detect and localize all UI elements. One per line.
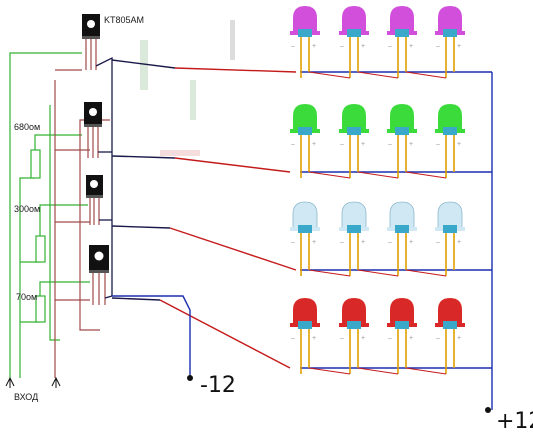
resistors — [30, 149, 46, 323]
led-icon: +– — [290, 6, 320, 78]
green-input-wiring — [9, 52, 90, 378]
led-series-wire — [357, 269, 399, 277]
svg-text:+: + — [312, 335, 316, 342]
svg-text:+: + — [361, 239, 365, 246]
led-icon: +– — [387, 298, 417, 374]
svg-text:–: – — [291, 239, 295, 246]
resistor-label-300: 300ом — [14, 204, 40, 214]
led-icon: +– — [339, 201, 369, 276]
svg-text:+: + — [312, 43, 316, 50]
svg-text:+: + — [457, 239, 461, 246]
resistor-label-680: 680ом — [14, 122, 40, 132]
input-label: ВХОД — [14, 392, 38, 402]
resistor-icon — [30, 149, 41, 179]
red-row-wires — [111, 59, 297, 369]
led-series-wire — [308, 269, 351, 277]
resistor-icon — [35, 235, 46, 263]
led-icon: +– — [435, 298, 465, 374]
green-wire-outer — [9, 52, 82, 378]
led-icon: +– — [339, 298, 369, 374]
led-series-wire — [308, 171, 351, 179]
led-icon: +– — [290, 104, 320, 178]
resistor-label-70: 70ом — [16, 292, 37, 302]
minus-12-label: -12 — [200, 373, 236, 398]
green-wire-mid — [49, 105, 60, 341]
svg-text:–: – — [291, 335, 295, 342]
transistor-3 — [86, 175, 103, 225]
green-wire-r1-top — [34, 134, 82, 150]
svg-text:+: + — [457, 43, 461, 50]
green-wire-r1-bottom — [19, 177, 35, 378]
transistor-4 — [89, 245, 109, 305]
svg-text:–: – — [388, 239, 392, 246]
svg-text:–: – — [291, 43, 295, 50]
resistor-icon — [35, 295, 46, 323]
svg-text:–: – — [291, 141, 295, 148]
svg-text:–: – — [388, 141, 392, 148]
svg-text:+: + — [409, 141, 413, 148]
svg-text:+: + — [312, 239, 316, 246]
led-grid: +–+–+–+–+–+–+–+–+–+–+–+–+–+–+–+– — [290, 6, 465, 375]
svg-text:–: – — [388, 43, 392, 50]
green-wire-r2-top — [39, 204, 88, 236]
led-series-wire — [405, 71, 447, 79]
led-icon: +– — [387, 201, 417, 276]
svg-text:+: + — [409, 335, 413, 342]
green-wire-r3-top — [39, 281, 90, 296]
svg-text:+: + — [361, 335, 365, 342]
minus-wire — [112, 295, 191, 378]
svg-text:–: – — [388, 335, 392, 342]
led-icon: +– — [435, 104, 465, 178]
svg-text:+: + — [457, 141, 461, 148]
svg-text:–: – — [436, 335, 440, 342]
svg-text:–: – — [436, 239, 440, 246]
svg-text:+: + — [409, 239, 413, 246]
transistors — [82, 14, 109, 305]
collector-wires — [95, 56, 113, 299]
transistor-label: KT805AM — [104, 15, 144, 25]
transistor-2 — [84, 102, 102, 158]
led-series-wire — [405, 171, 447, 179]
svg-text:+: + — [361, 141, 365, 148]
led-series-wire — [357, 367, 399, 375]
svg-text:+: + — [312, 141, 316, 148]
led-icon: +– — [435, 6, 465, 78]
svg-text:–: – — [340, 43, 344, 50]
led-series-wire — [308, 367, 351, 375]
transistor-1 — [82, 14, 100, 70]
svg-text:–: – — [340, 141, 344, 148]
led-icon: +– — [339, 104, 369, 178]
led-series-wire — [357, 171, 399, 179]
led-icon: +– — [387, 6, 417, 78]
led-icon: +– — [339, 6, 369, 78]
plus-bus — [300, 71, 493, 410]
svg-text:+: + — [409, 43, 413, 50]
svg-text:+: + — [457, 335, 461, 342]
svg-text:–: – — [436, 141, 440, 148]
background-smudges — [140, 20, 235, 156]
led-series-wire — [357, 71, 399, 79]
led-series-wire — [405, 367, 447, 375]
led-icon: +– — [290, 201, 320, 276]
svg-text:+: + — [361, 43, 365, 50]
terminal-dot-icon — [187, 375, 193, 381]
led-series-wire — [405, 269, 447, 277]
svg-text:–: – — [340, 335, 344, 342]
svg-text:–: – — [340, 239, 344, 246]
led-icon: +– — [290, 298, 320, 374]
led-series-wire — [308, 71, 351, 79]
plus-12-label: +12 — [496, 409, 533, 434]
input-arrow-icon — [5, 376, 61, 388]
led-icon: +– — [387, 104, 417, 178]
terminal-dot-icon — [485, 407, 491, 413]
svg-text:–: – — [436, 43, 440, 50]
led-icon: +– — [435, 201, 465, 276]
